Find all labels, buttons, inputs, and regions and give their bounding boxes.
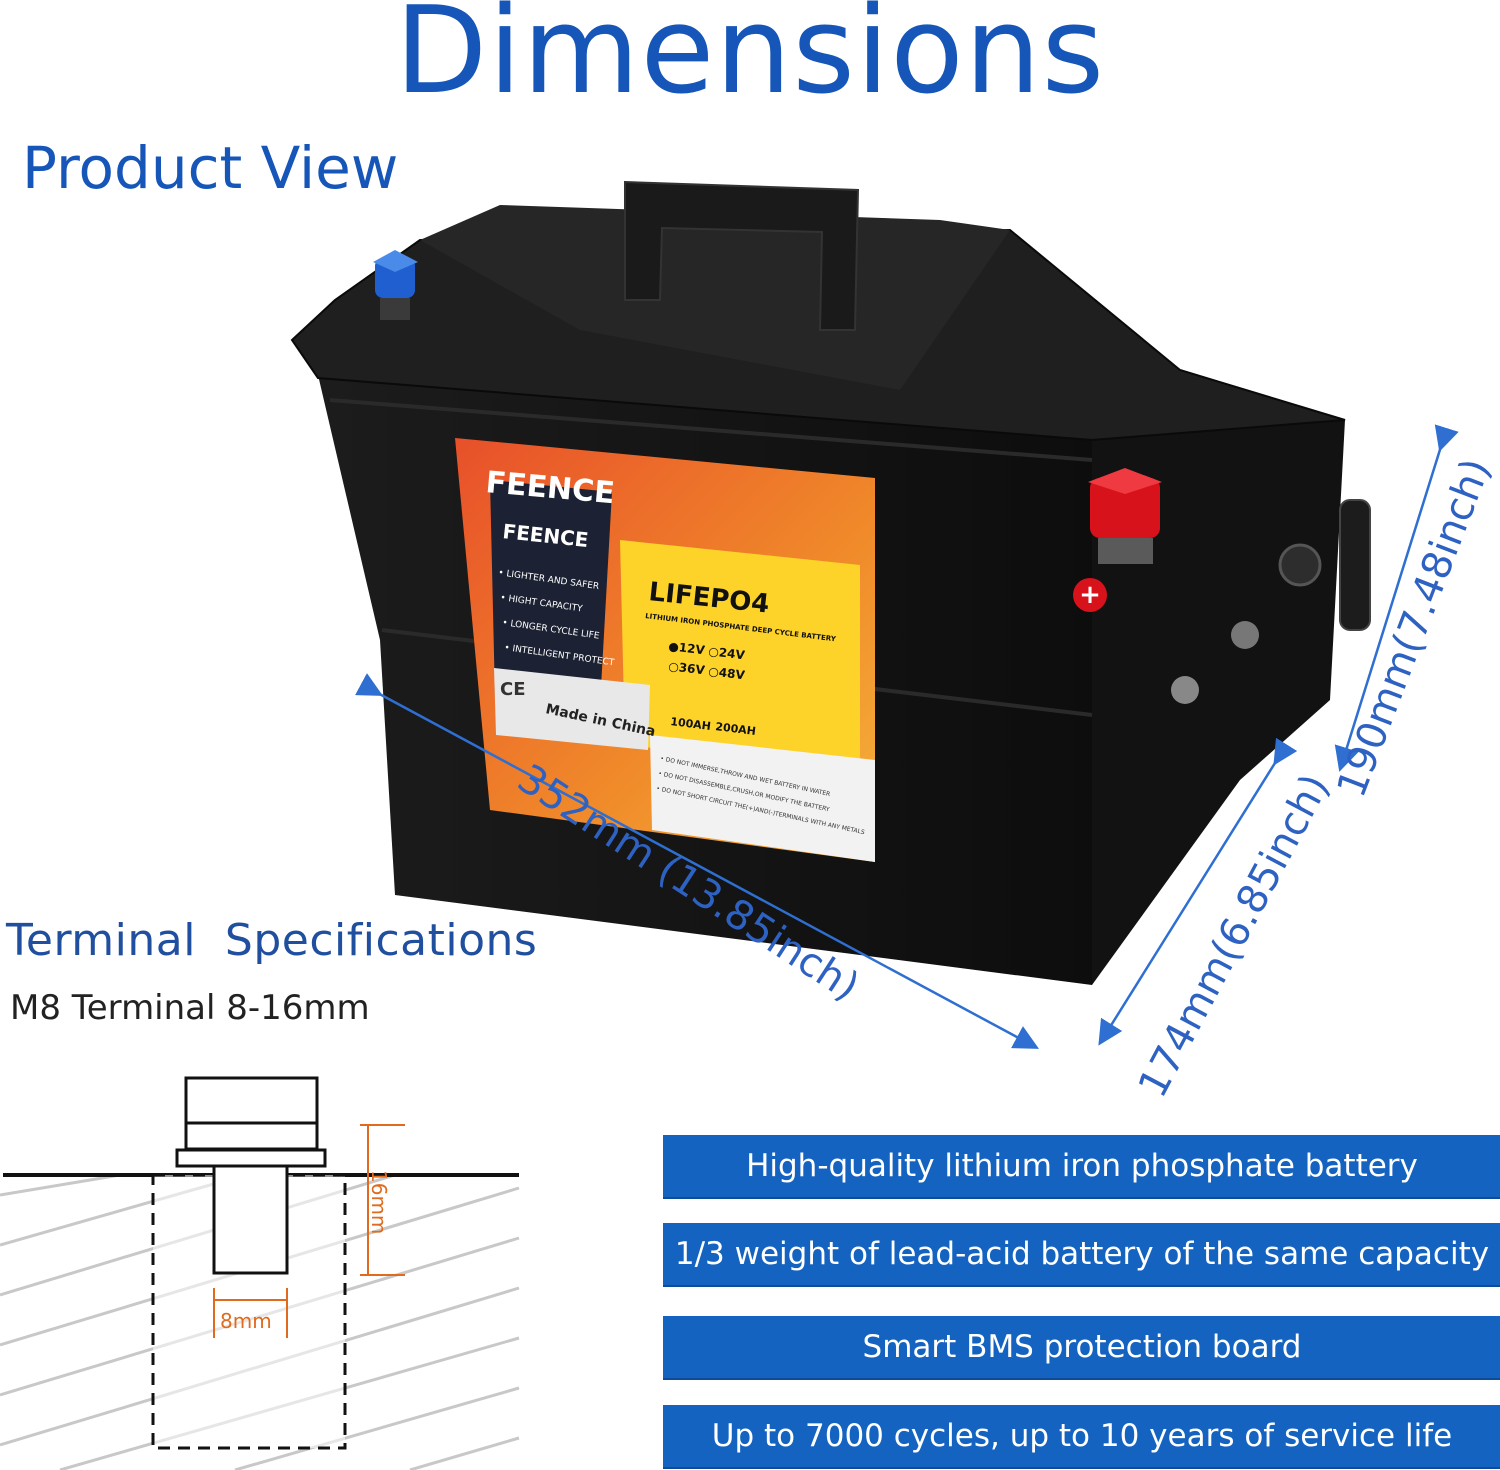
negative-terminal [373, 250, 418, 320]
feature-bar-weight: 1/3 weight of lead-acid battery of the s… [663, 1223, 1500, 1285]
height-arrow [1334, 424, 1459, 772]
label-ce-mark: CE [500, 679, 526, 700]
terminal-spec-text: M8 Terminal 8-16mm [10, 988, 370, 1028]
width-arrow [1098, 737, 1298, 1046]
positive-terminal: + [1073, 468, 1162, 612]
terminal-spec-heading: Terminal Specifications [6, 915, 538, 966]
terminal-diagram: 8mm 16mm [0, 1076, 520, 1470]
label-volt-12: ●12V [668, 639, 707, 657]
label-volt-24: ○24V [708, 644, 747, 662]
diameter-label: 8mm [220, 1309, 272, 1333]
page-title: Dimensions [394, 0, 1106, 121]
product-view-heading: Product View [22, 134, 399, 202]
depth-label: 16mm [367, 1170, 391, 1234]
length-arrow [355, 673, 1040, 1049]
feature-bar-chemistry: High-quality lithium iron phosphate batt… [663, 1135, 1500, 1197]
svg-text:+: + [1079, 580, 1101, 610]
label-volt-36: ○36V [668, 659, 707, 677]
feature-bar-bms: Smart BMS protection board [663, 1316, 1500, 1378]
battery-handle [624, 180, 860, 331]
feature-bar-cycles: Up to 7000 cycles, up to 10 years of ser… [663, 1405, 1500, 1467]
